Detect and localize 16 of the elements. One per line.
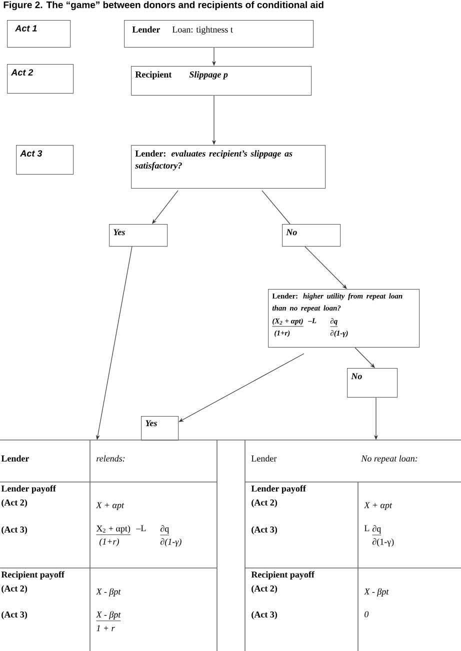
answer-box: No <box>347 368 398 398</box>
process-box: Lender Loan: tightness t <box>124 20 314 48</box>
process-box: Recipient Slippage p <box>131 66 312 96</box>
payoff-table: Lender relends: Lender payoff (Act 2) (Act 3) X + αpt X$_{2}$ + αpt) –L ∂q (1+r) ∂(1-γ) Recipient payoff (Act 2) (Act 3) X - βpt X - βpt 1 + r <box>0 440 218 651</box>
answer-box: Yes <box>109 224 168 247</box>
payoff-table: Lender No repeat loan: Lender payoff (Act 2) (Act 3) X + αpt L ∂q ∂(1-γ) Recipient payoff (Act 2) (Act 3) X - βpt 0 <box>244 440 461 651</box>
arrow <box>354 347 375 368</box>
arrow <box>304 246 347 289</box>
answer-box: No <box>282 224 341 247</box>
act-box: Act 1 <box>7 20 71 48</box>
act-box: Act 3 <box>16 145 74 175</box>
answer-box: Yes <box>141 416 179 441</box>
act-box: Act 2 <box>7 64 74 94</box>
figure-title: Figure 2. The “game” between donors and recipients of conditional aid <box>4 1 324 10</box>
decision-box: Lender: evaluates recipient’s slippage as satisfactory? <box>131 145 326 189</box>
arrow <box>152 190 178 224</box>
